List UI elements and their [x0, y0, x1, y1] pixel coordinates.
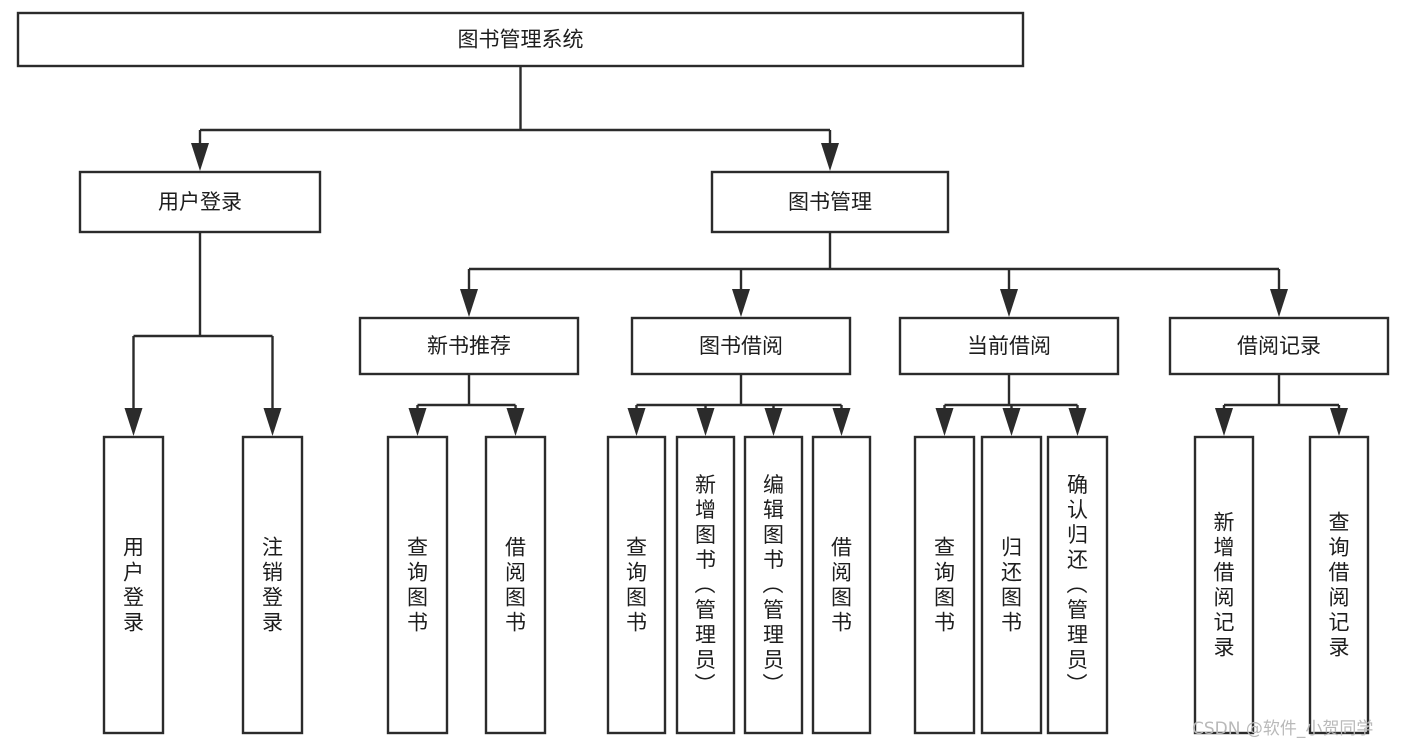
node-leaf-query-book-rec[interactable]: 查询图书 — [386, 435, 449, 735]
arrow-head-icon — [696, 408, 715, 436]
node-label: 新书推荐 — [427, 334, 511, 358]
node-box[interactable] — [630, 316, 852, 376]
node-label: 查询图书 — [407, 536, 428, 635]
node-box[interactable] — [913, 435, 976, 735]
node-leaf-borrow-book-rec[interactable]: 借阅图书 — [484, 435, 547, 735]
connector-layer — [124, 66, 1348, 436]
arrow-head-icon — [191, 143, 209, 171]
node-leaf-add-record[interactable]: 新增借阅记录 — [1193, 435, 1255, 735]
node-box[interactable] — [241, 435, 304, 735]
arrow-head-icon — [506, 408, 525, 436]
node-new-book-rec[interactable]: 新书推荐 — [358, 316, 580, 376]
arrow-head-icon — [1330, 408, 1348, 436]
node-leaf-edit-book[interactable]: 编辑图书（管理员） — [743, 435, 804, 735]
node-leaf-return-book[interactable]: 归还图书 — [980, 435, 1043, 735]
node-box[interactable] — [1046, 435, 1109, 735]
node-leaf-user-logout[interactable]: 注销登录 — [241, 435, 304, 735]
node-box[interactable] — [1168, 316, 1390, 376]
node-box[interactable] — [16, 11, 1025, 68]
node-box[interactable] — [811, 435, 872, 735]
arrow-head-icon — [764, 408, 783, 436]
arrow-head-icon — [821, 143, 839, 171]
node-box[interactable] — [980, 435, 1043, 735]
node-borrow-record[interactable]: 借阅记录 — [1168, 316, 1390, 376]
arrow-head-icon — [732, 289, 750, 317]
watermark-label: CSDN @软件_小贺同学 — [1192, 719, 1373, 739]
node-box[interactable] — [78, 170, 322, 234]
arrow-head-icon — [1002, 408, 1021, 436]
arrow-head-icon — [935, 408, 954, 436]
node-root[interactable]: 图书管理系统 — [16, 11, 1025, 68]
node-label: 当前借阅 — [967, 334, 1051, 358]
arrow-head-icon — [263, 408, 282, 436]
arrow-head-icon — [124, 408, 143, 436]
node-box[interactable] — [898, 316, 1120, 376]
node-label: 确认归还（管理员） — [1067, 473, 1089, 697]
node-box[interactable] — [710, 170, 950, 234]
node-label: 借阅图书 — [831, 536, 852, 635]
node-label: 用户登录 — [123, 536, 144, 635]
node-label: 用户登录 — [158, 190, 242, 214]
node-box[interactable] — [102, 435, 165, 735]
node-layer: 图书管理系统用户登录图书管理新书推荐图书借阅当前借阅借阅记录用户登录注销登录查询… — [16, 11, 1390, 735]
node-label: 新增借阅记录 — [1214, 511, 1235, 660]
node-box[interactable] — [743, 435, 804, 735]
arrow-head-icon — [627, 408, 646, 436]
node-label: 新增图书（管理员） — [695, 473, 717, 697]
node-label: 查询图书 — [934, 536, 955, 635]
node-label: 查询图书 — [626, 536, 647, 635]
node-box[interactable] — [675, 435, 736, 735]
node-book-borrow[interactable]: 图书借阅 — [630, 316, 852, 376]
node-label: 图书借阅 — [699, 334, 783, 358]
node-label: 编辑图书（管理员） — [763, 473, 785, 697]
node-leaf-borrow-book[interactable]: 借阅图书 — [811, 435, 872, 735]
node-label: 图书管理系统 — [458, 28, 584, 52]
node-leaf-add-book[interactable]: 新增图书（管理员） — [675, 435, 736, 735]
node-label: 图书管理 — [788, 190, 872, 214]
node-label: 查询借阅记录 — [1329, 511, 1350, 660]
node-current-borrow[interactable]: 当前借阅 — [898, 316, 1120, 376]
node-user-login[interactable]: 用户登录 — [78, 170, 322, 234]
arrow-head-icon — [1068, 408, 1087, 436]
node-leaf-query-book[interactable]: 查询图书 — [606, 435, 667, 735]
arrow-head-icon — [832, 408, 851, 436]
node-leaf-query-record[interactable]: 查询借阅记录 — [1308, 435, 1370, 735]
node-box[interactable] — [606, 435, 667, 735]
arrow-head-icon — [460, 289, 478, 317]
arrow-head-icon — [1000, 289, 1018, 317]
node-book-manage[interactable]: 图书管理 — [710, 170, 950, 234]
node-label: 借阅记录 — [1237, 334, 1321, 358]
arrow-head-icon — [1270, 289, 1288, 317]
node-box[interactable] — [358, 316, 580, 376]
node-leaf-confirm-return[interactable]: 确认归还（管理员） — [1046, 435, 1109, 735]
node-label: 借阅图书 — [505, 536, 526, 635]
node-leaf-user-login[interactable]: 用户登录 — [102, 435, 165, 735]
arrow-head-icon — [408, 408, 427, 436]
node-label: 归还图书 — [1001, 536, 1022, 635]
arrow-head-icon — [1215, 408, 1233, 436]
node-box[interactable] — [1308, 435, 1370, 735]
node-label: 注销登录 — [262, 536, 283, 635]
node-leaf-query-book-cur[interactable]: 查询图书 — [913, 435, 976, 735]
node-box[interactable] — [1193, 435, 1255, 735]
node-box[interactable] — [386, 435, 449, 735]
node-box[interactable] — [484, 435, 547, 735]
